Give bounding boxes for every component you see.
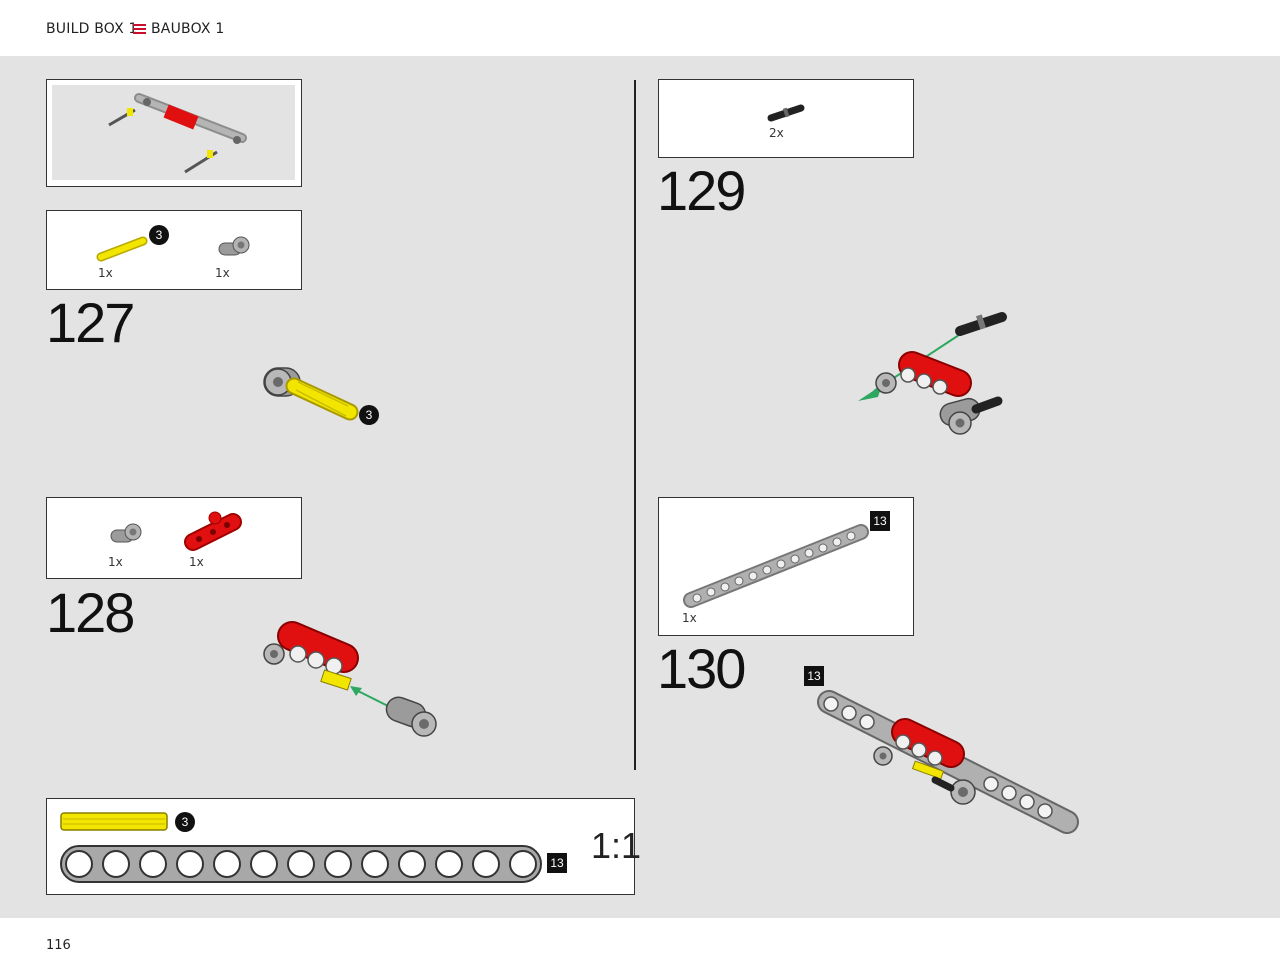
menu-separator-icon: [133, 24, 146, 35]
step-127-callout-badge: 3: [359, 405, 379, 425]
submodel-preview-icon: [108, 93, 247, 174]
step-129-number: 129: [657, 159, 746, 222]
step-127-axle-badge: 3: [149, 225, 169, 245]
step-128-part-2-qty: 1x: [189, 555, 204, 569]
page-footer: 116: [0, 918, 1280, 973]
gray-axle-connector-icon-2: [110, 523, 142, 543]
axle-3-scale-icon: [60, 812, 168, 831]
scale-ruler-box: 3 13 1:1: [46, 798, 641, 895]
page-number: 116: [46, 938, 71, 953]
step-128-parts-box: 1x 1x: [46, 497, 302, 579]
step-130-number: 130: [657, 637, 746, 700]
step-129-part-1-qty: 2x: [769, 126, 784, 140]
yellow-axle-icon: [96, 236, 148, 262]
step-129-assembly-illustration: [858, 312, 1007, 435]
header-title-en: BUILD BOX 1: [46, 21, 138, 37]
gray-beam-13-icon: [683, 524, 869, 608]
step-129-parts-box: 2x: [658, 79, 914, 158]
step-128-number: 128: [46, 581, 135, 644]
preview-background: [52, 85, 295, 180]
column-divider: [634, 80, 636, 770]
red-triangle-beam-icon: [184, 511, 242, 551]
header-title-de: BAUBOX 1: [151, 21, 225, 37]
step-128-assembly-illustration: [263, 621, 437, 737]
step-130-callout-badge: 13: [804, 666, 824, 686]
step-127-part-1-qty: 1x: [98, 266, 113, 280]
scale-beam-badge: 13: [547, 853, 567, 873]
step-128-part-1-qty: 1x: [108, 555, 123, 569]
step-130-beam-badge: 13: [870, 511, 890, 531]
step-127-part-2-qty: 1x: [215, 266, 230, 280]
step-127-parts-box: 3 1x 1x: [46, 210, 302, 290]
step-127-assembly-illustration: [263, 367, 359, 421]
step-130-parts-box: 13 1x: [658, 497, 914, 636]
step-130-assembly-illustration: [817, 690, 1079, 834]
step-130-part-1-qty: 1x: [682, 611, 697, 625]
black-pin-icon: [767, 104, 805, 122]
scale-axle-badge: 3: [175, 812, 195, 832]
beam-13-scale-icon: [60, 845, 542, 883]
scale-label: 1:1: [591, 825, 642, 866]
instruction-stage: [0, 56, 1280, 918]
gray-axle-connector-icon: [218, 236, 250, 256]
step-127-number: 127: [46, 291, 135, 354]
page-header: BUILD BOX 1 BAUBOX 1: [0, 0, 1280, 56]
submodel-preview-box: [46, 79, 302, 187]
